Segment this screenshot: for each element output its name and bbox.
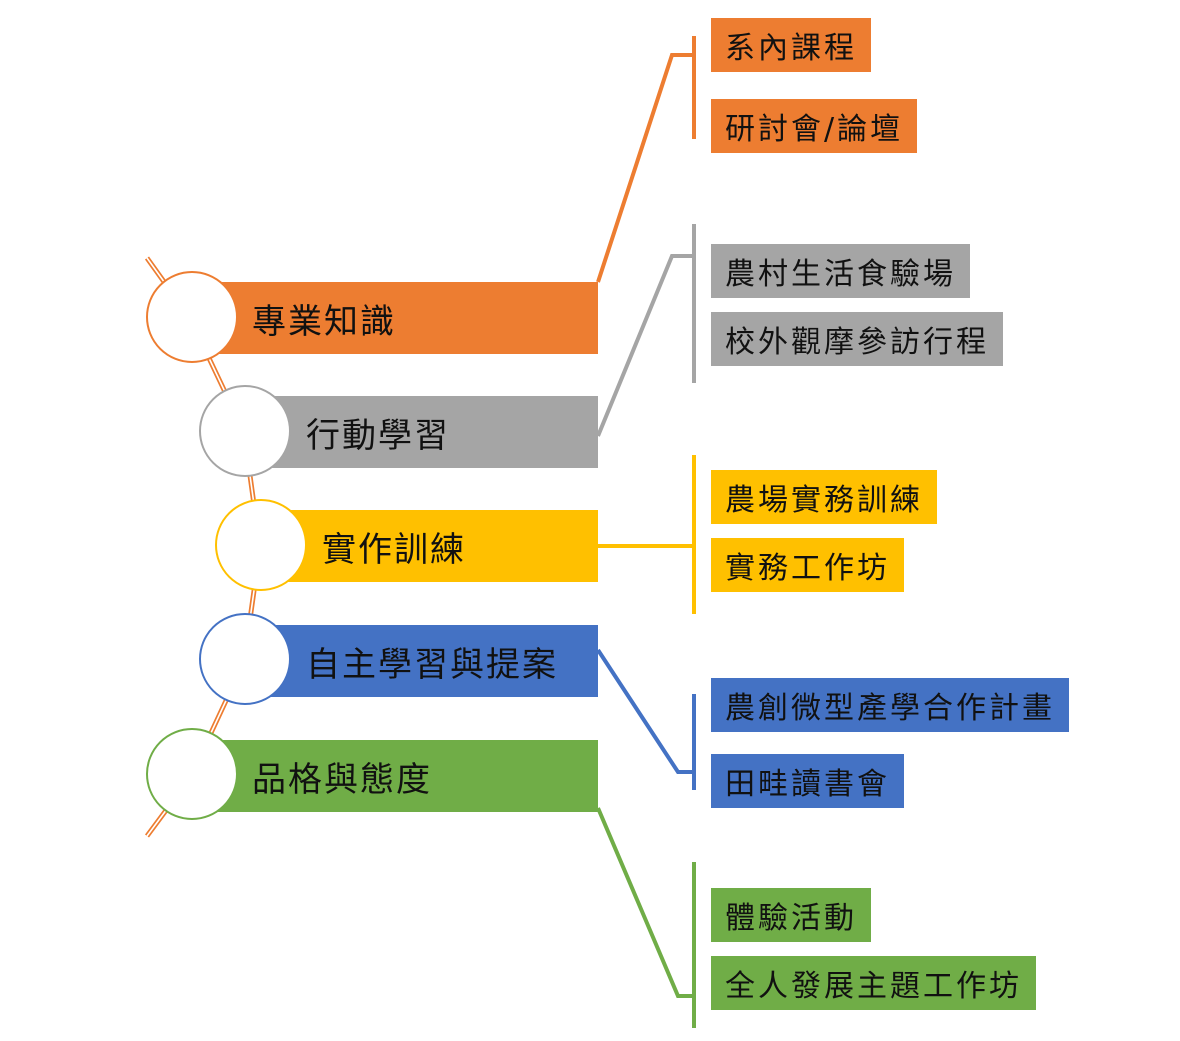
- item-label: 農村生活食驗場: [725, 257, 956, 292]
- circle-marker-blue: [199, 613, 291, 705]
- item-label: 研討會/論壇: [725, 112, 904, 147]
- category-label: 品格與態度: [252, 759, 432, 800]
- item-department-courses: 系內課程: [711, 18, 871, 72]
- category-bar-practical-training: 實作訓練: [260, 510, 598, 582]
- item-label: 體驗活動: [725, 901, 857, 936]
- item-agri-innovation-project: 農創微型產學合作計畫: [711, 678, 1069, 732]
- category-bar-self-directed-learning: 自主學習與提案: [244, 625, 598, 697]
- item-label: 田畦讀書會: [725, 767, 890, 802]
- item-practical-workshop: 實務工作坊: [711, 538, 904, 592]
- item-label: 全人發展主題工作坊: [725, 969, 1022, 1004]
- item-label: 校外觀摩參訪行程: [725, 325, 989, 360]
- connector-orange: [596, 36, 696, 283]
- connector-gray: [596, 224, 696, 437]
- item-seminar-forum: 研討會/論壇: [711, 99, 918, 153]
- circle-marker-gray: [199, 385, 291, 477]
- category-label: 實作訓練: [322, 529, 466, 570]
- item-label: 農創微型產學合作計畫: [725, 691, 1055, 726]
- circle-marker-yellow: [215, 499, 307, 591]
- category-bar-mobile-learning: 行動學習: [244, 396, 598, 468]
- item-label: 實務工作坊: [725, 551, 890, 586]
- connector-blue: [596, 648, 696, 790]
- item-reading-club: 田畦讀書會: [711, 754, 904, 808]
- circle-marker-green: [146, 728, 238, 820]
- category-bar-character-attitude: 品格與態度: [190, 740, 598, 812]
- item-farm-practice: 農場實務訓練: [711, 470, 937, 524]
- category-label: 自主學習與提案: [306, 644, 558, 685]
- category-bar-professional-knowledge: 專業知識: [190, 282, 598, 354]
- connector-green: [596, 807, 696, 1028]
- item-experience-activities: 體驗活動: [711, 888, 871, 942]
- item-rural-life-lab: 農村生活食驗場: [711, 244, 970, 298]
- connector-yellow: [598, 455, 696, 614]
- item-label: 農場實務訓練: [725, 483, 923, 518]
- item-label: 系內課程: [725, 31, 857, 66]
- category-label: 專業知識: [252, 301, 396, 342]
- circle-marker-orange: [146, 271, 238, 363]
- item-holistic-development-workshop: 全人發展主題工作坊: [711, 956, 1036, 1010]
- item-field-trip: 校外觀摩參訪行程: [711, 312, 1003, 366]
- category-label: 行動學習: [306, 415, 450, 456]
